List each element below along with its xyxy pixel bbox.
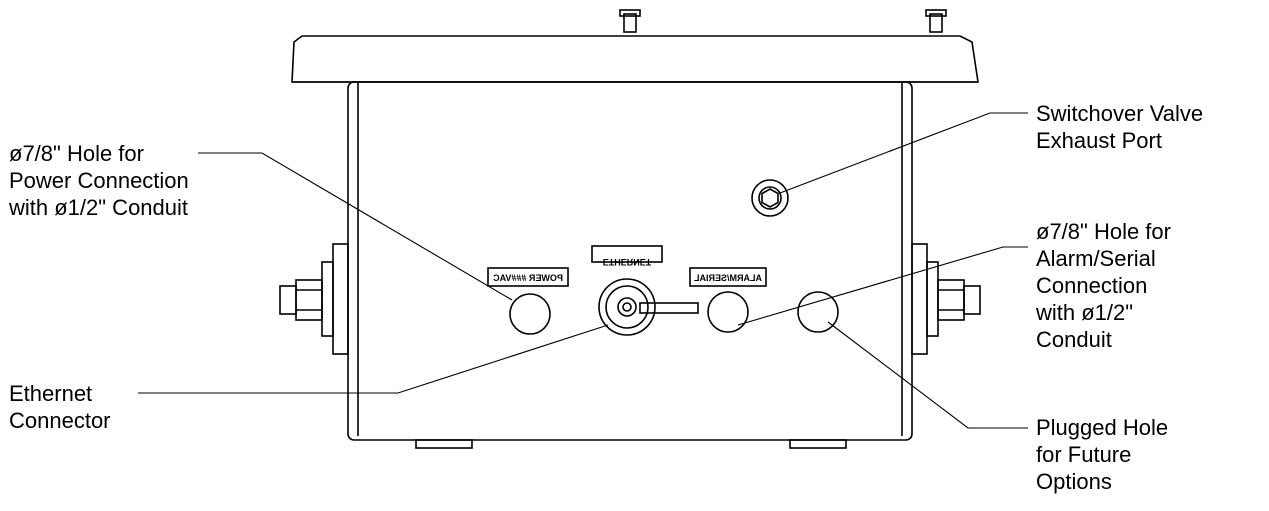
callout-alarm-line-2: Alarm/Serial — [1036, 246, 1156, 271]
lid-screws — [619, 9, 947, 33]
leader-lines — [138, 112, 1028, 429]
callout-power-line-3: with ø1/2" Conduit — [9, 195, 189, 220]
callout-switchover: Switchover Valve Exhaust Port — [1036, 100, 1203, 154]
right-mounting-bracket — [911, 243, 981, 355]
callout-plugged-hole: Plugged Hole for Future Options — [1036, 414, 1168, 495]
exhaust-port — [751, 179, 789, 217]
callout-ethernet-line-2: Connector — [9, 408, 111, 433]
callout-switchover-line-2: Exhaust Port — [1036, 128, 1162, 153]
leader-alarm — [737, 246, 1028, 326]
power-label-plate — [487, 267, 569, 287]
left-mounting-bracket — [279, 243, 349, 355]
callout-power-line-1: ø7/8" Hole for — [9, 141, 144, 166]
alarm-plate-text: ALARM/SERIAL — [694, 273, 762, 283]
callout-power-hole: ø7/8" Hole for Power Connection with ø1/… — [9, 140, 189, 221]
callout-ethernet: Ethernet Connector — [9, 380, 111, 434]
leader-switchover — [779, 112, 1028, 194]
ethernet-plate-text: ETHERNET — [603, 257, 652, 267]
callout-alarm-line-3: Connection — [1036, 273, 1148, 298]
callout-alarm-line-1: ø7/8" Hole for — [1036, 219, 1171, 244]
power-plate-text: POWER ###VAC — [493, 273, 563, 283]
ethernet-label-plate — [591, 245, 663, 263]
alarm-label-plate — [689, 267, 767, 287]
callout-plugged-line-1: Plugged Hole — [1036, 415, 1169, 440]
callout-plugged-line-2: for Future — [1036, 442, 1132, 467]
power-hole — [509, 293, 551, 335]
enclosure-lid — [291, 35, 979, 83]
leader-power — [198, 152, 513, 301]
leader-ethernet — [138, 324, 609, 394]
callout-plugged-line-3: Options — [1036, 469, 1112, 494]
callout-ethernet-line-1: Ethernet — [9, 381, 93, 406]
callout-alarm-line-5: Conduit — [1036, 327, 1112, 352]
alarm-serial-hole — [707, 291, 749, 333]
leader-plugged — [827, 321, 1028, 429]
callout-power-line-2: Power Connection — [9, 168, 189, 193]
callout-alarm-hole: ø7/8" Hole for Alarm/Serial Connection w… — [1036, 218, 1171, 353]
ethernet-connector — [598, 278, 699, 336]
callout-switchover-line-1: Switchover Valve — [1036, 101, 1204, 126]
callout-alarm-line-4: with ø1/2" — [1036, 300, 1134, 325]
plugged-hole — [797, 291, 839, 333]
